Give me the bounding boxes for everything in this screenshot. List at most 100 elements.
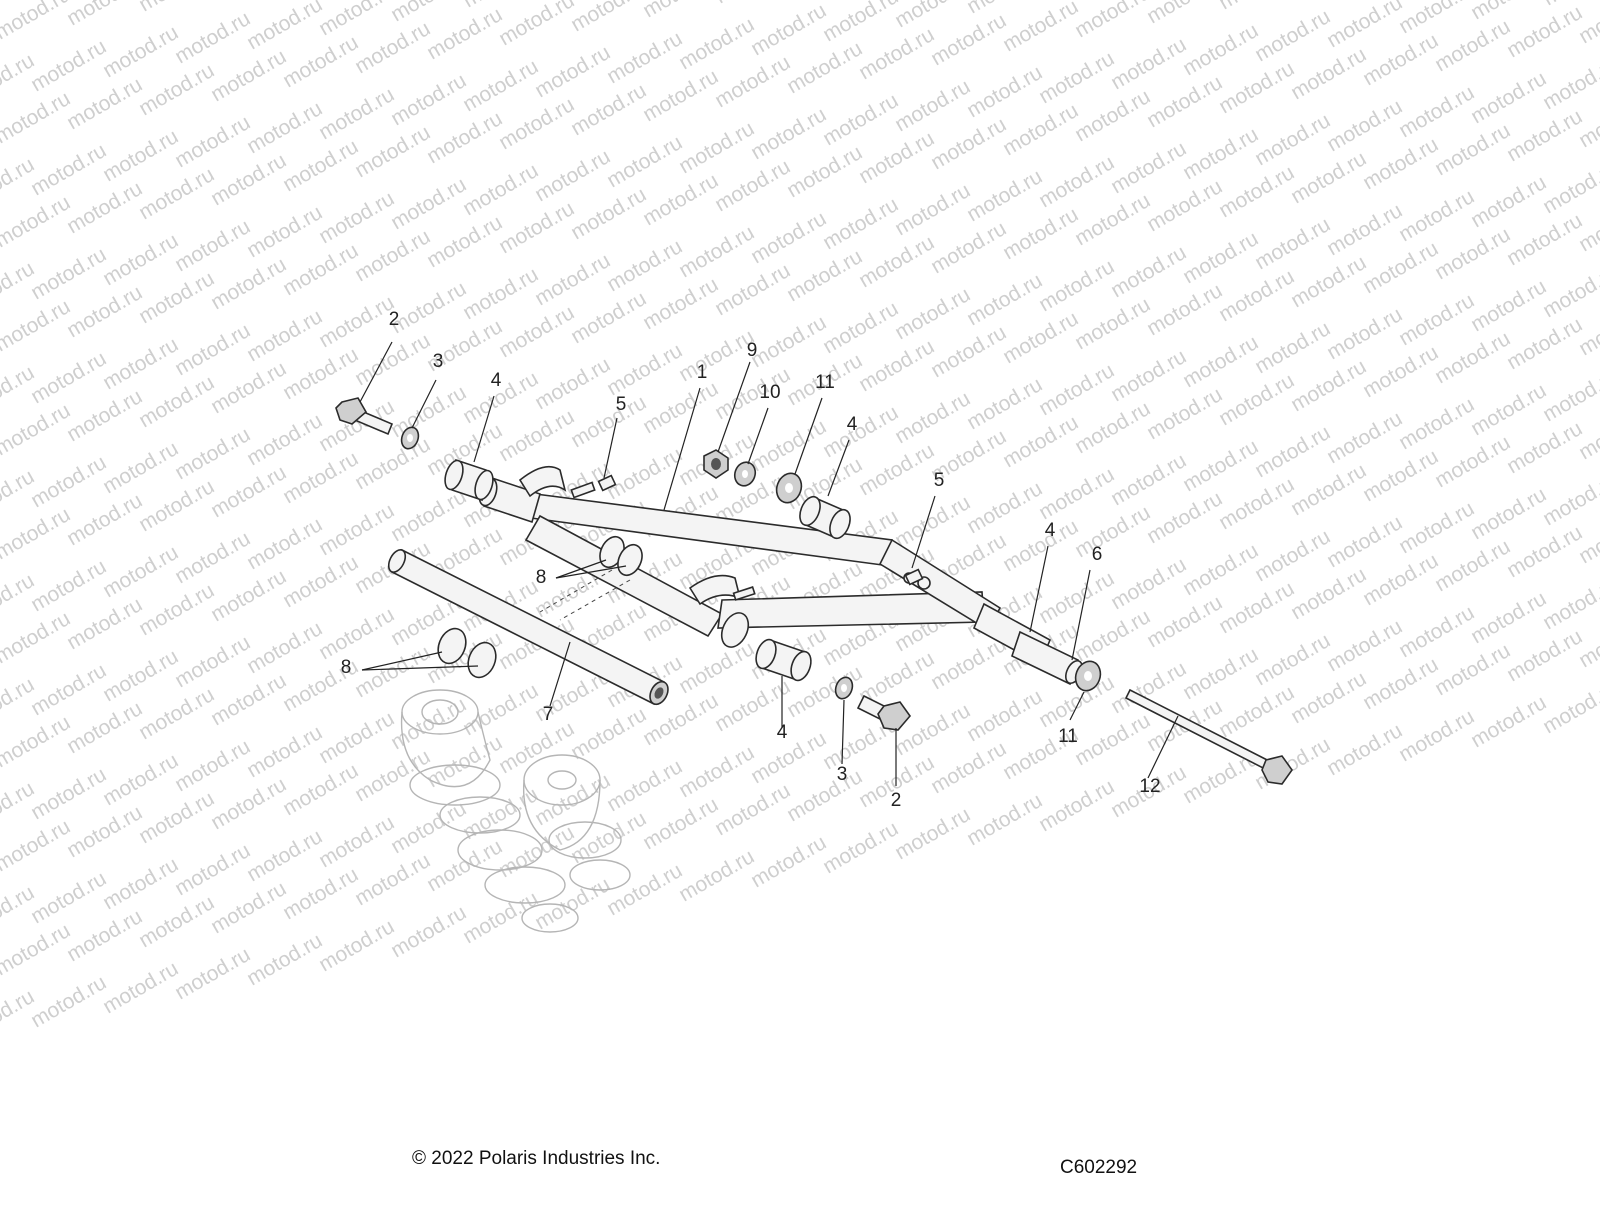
bolt-right: [858, 696, 910, 730]
watermark-text: motod.ru: [927, 9, 1010, 70]
watermark-text: motod.ru: [1215, 681, 1298, 742]
watermark-text: motod.ru: [351, 745, 434, 806]
watermark-text: motod.ru: [423, 3, 506, 64]
watermark-text: motod.ru: [999, 307, 1082, 368]
watermark-text: motod.ru: [675, 117, 758, 178]
watermark-text: motod.ru: [99, 645, 182, 706]
watermark-text: motod.ru: [1251, 525, 1334, 586]
watermark-text: motod.ru: [0, 399, 74, 460]
watermark-text: motod.ru: [603, 131, 686, 192]
watermark-text: motod.ru: [1287, 355, 1370, 416]
watermark-text: motod.ru: [279, 863, 362, 924]
watermark-text: motod.ru: [495, 0, 578, 50]
watermark-text: motod.ru: [315, 811, 398, 872]
watermark-text: motod.ru: [1359, 237, 1442, 298]
watermark-text: motod.ru: [1395, 497, 1478, 558]
watermark-text: motod.ru: [567, 391, 650, 452]
watermark-text: motod.ru: [1431, 327, 1514, 388]
watermark-text: motod.ru: [135, 787, 218, 848]
watermark-text: motod.ru: [1323, 407, 1406, 468]
watermark-text: motod.ru: [1179, 435, 1262, 496]
watermark-text: motod.ru: [279, 551, 362, 612]
watermark-text: motod.ru: [1395, 601, 1478, 662]
watermark-text: motod.ru: [1071, 605, 1154, 666]
watermark-text: motod.ru: [963, 477, 1046, 538]
watermark-text: motod.ru: [747, 0, 830, 60]
watermark-text: motod.ru: [819, 0, 902, 46]
watermark-text: motod.ru: [531, 249, 614, 310]
watermark-text: motod.ru: [1323, 615, 1406, 676]
watermark-text: motod.ru: [567, 0, 650, 36]
watermark-text: motod.ru: [99, 957, 182, 1018]
watermark-text: motod.ru: [1503, 625, 1586, 686]
watermark-text: motod.ru: [495, 717, 578, 778]
watermark-text: motod.ru: [459, 263, 542, 324]
watermark-text: motod.ru: [891, 179, 974, 240]
watermark-text: motod.ru: [747, 311, 830, 372]
watermark-text: motod.ru: [1071, 189, 1154, 250]
callout-c5a: 5: [616, 394, 627, 415]
watermark-text: motod.ru: [99, 437, 182, 498]
copyright-notice: © 2022 Polaris Industries Inc.: [412, 1148, 660, 1170]
callout-c6: 6: [1092, 544, 1103, 565]
watermark-text: motod.ru: [1251, 629, 1334, 690]
watermark-text: motod.ru: [387, 173, 470, 234]
watermark-text: motod.ru: [387, 0, 470, 26]
watermark-text: motod.ru: [1359, 549, 1442, 610]
watermark-text: motod.ru: [171, 111, 254, 172]
watermark-text: motod.ru: [1431, 223, 1514, 284]
watermark-text: motod.ru: [99, 21, 182, 82]
watermark-text: motod.ru: [927, 737, 1010, 798]
watermark-text: motod.ru: [1071, 293, 1154, 354]
watermark-text: motod.ru: [567, 79, 650, 140]
watermark-text: motod.ru: [855, 127, 938, 188]
watermark-text: motod.ru: [711, 779, 794, 840]
callout-c3b: 3: [837, 764, 848, 785]
watermark-text: motod.ru: [891, 75, 974, 136]
watermark-text: motod.ru: [927, 633, 1010, 694]
watermark-text: motod.ru: [531, 353, 614, 414]
watermark-text: motod.ru: [0, 919, 74, 980]
watermark-text: motod.ru: [1107, 33, 1190, 94]
watermark-text: motod.ru: [963, 685, 1046, 746]
watermark-text: motod.ru: [783, 141, 866, 202]
watermark-text: motod.ru: [495, 301, 578, 362]
watermark-text: motod.ru: [171, 631, 254, 692]
watermark-text: motod.ru: [207, 877, 290, 938]
watermark-text: motod.ru: [747, 103, 830, 164]
watermark-text: motod.ru: [351, 225, 434, 286]
watermark-text: motod.ru: [1143, 175, 1226, 236]
watermark-text: motod.ru: [1143, 0, 1226, 28]
watermark-text: motod.ru: [1467, 483, 1550, 544]
watermark-text: motod.ru: [423, 835, 506, 896]
callout-c2a: 2: [389, 309, 400, 330]
figure-id: C602292: [1060, 1157, 1137, 1179]
watermark-text: motod.ru: [1071, 0, 1154, 42]
watermark-text: motod.ru: [783, 765, 866, 826]
watermark-text: motod.ru: [1467, 379, 1550, 440]
watermark-text: motod.ru: [99, 333, 182, 394]
watermark-text: motod.ru: [819, 193, 902, 254]
callout-c9: 9: [747, 340, 758, 361]
watermark-text: motod.ru: [63, 489, 146, 550]
watermark-text: motod.ru: [1251, 109, 1334, 170]
watermark-text: motod.ru: [711, 363, 794, 424]
watermark-text: motod.ru: [1251, 213, 1334, 274]
watermark-text: motod.ru: [1431, 535, 1514, 596]
watermark-text: motod.ru: [747, 207, 830, 268]
watermark-text: motod.ru: [567, 703, 650, 764]
watermark-text: motod.ru: [27, 659, 110, 720]
watermark-text: motod.ru: [1323, 511, 1406, 572]
watermark-text: motod.ru: [819, 401, 902, 462]
watermark-text: motod.ru: [171, 839, 254, 900]
watermark-text: motod.ru: [1107, 137, 1190, 198]
watermark-text: motod.ru: [351, 433, 434, 494]
watermark-text: motod.ru: [1323, 719, 1406, 780]
watermark-text: motod.ru: [747, 727, 830, 788]
watermark-text: motod.ru: [1467, 0, 1550, 24]
watermark-text: motod.ru: [27, 139, 110, 200]
watermark-text: motod.ru: [387, 901, 470, 962]
watermark-text: motod.ru: [531, 145, 614, 206]
callout-c4c: 4: [1045, 520, 1056, 541]
